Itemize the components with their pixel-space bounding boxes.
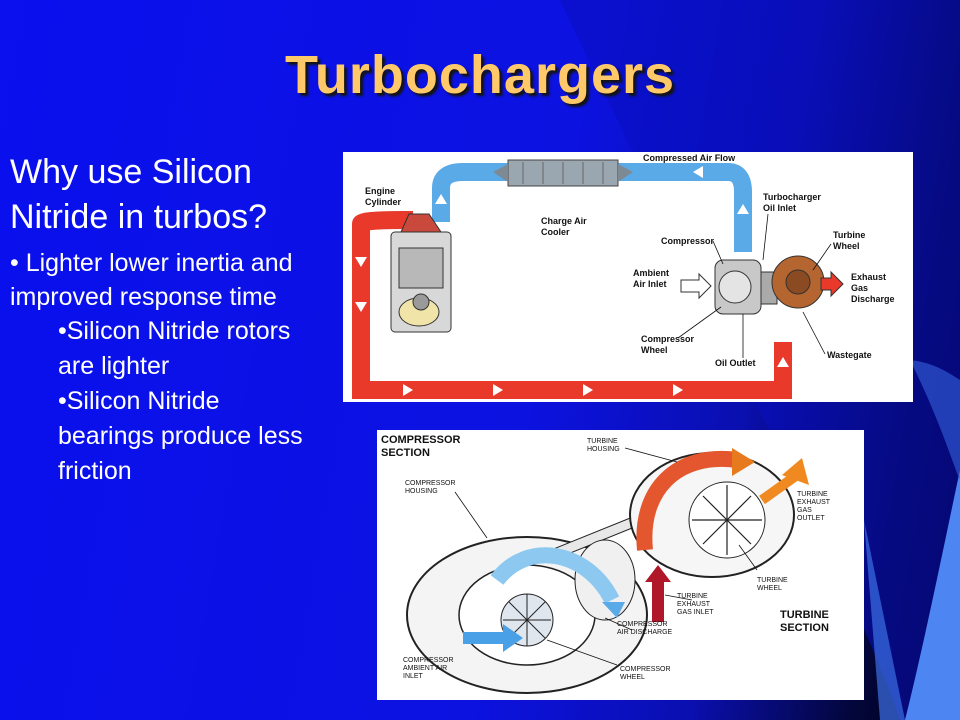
label-turbine-housing-2: HOUSING (587, 446, 620, 453)
label-cylinder: Cylinder (365, 197, 402, 207)
label-turbine-section-1: TURBINE (780, 609, 829, 621)
label-discharge: Discharge (851, 294, 895, 304)
label-turbine-exhaust-outlet-3: GAS (797, 507, 812, 514)
label-compressor-wheel-1: Compressor (641, 334, 695, 344)
label-compressor-wheel-1: COMPRESSOR (620, 666, 671, 673)
label-air-inlet: Air Inlet (633, 279, 667, 289)
bullet-text: • Lighter lower inertia and improved res… (10, 249, 293, 311)
label-compressor-housing-1: COMPRESSOR (405, 480, 456, 487)
label-compressor-ambient-1: COMPRESSOR (403, 657, 454, 664)
label-turbine-exhaust-inlet-2: EXHAUST (677, 601, 711, 608)
turbo-cutaway-illustration: COMPRESSOR SECTION TURBINE HOUSING COMPR… (381, 434, 831, 694)
label-compressor-section-1: COMPRESSOR (381, 434, 461, 446)
label-compressor-wheel-2: Wheel (641, 345, 668, 355)
label-turbine-exhaust-inlet-1: TURBINE (677, 593, 708, 600)
label-turbine-exhaust-outlet-2: EXHAUST (797, 499, 831, 506)
slide-title: Turbochargers (284, 45, 676, 105)
label-engine: Engine (365, 186, 395, 196)
label-oil-outlet: Oil Outlet (715, 358, 756, 368)
label-turbine-wheel-2: WHEEL (757, 585, 782, 592)
label-compressor-ambient-2: AMBIENT AIR (403, 665, 447, 672)
label-compressor-housing-2: HOUSING (405, 488, 438, 495)
label-turbine-section-2: SECTION (780, 622, 829, 634)
label-cooler: Cooler (541, 227, 570, 237)
body-text: Why use Silicon Nitride in turbos? • Lig… (10, 150, 340, 489)
label-turbine-exhaust-outlet-4: OUTLET (797, 515, 825, 522)
label-compressor-section-2: SECTION (381, 447, 430, 459)
label-turbine-exhaust-outlet-1: TURBINE (797, 491, 828, 498)
label-compressed-air-flow: Compressed Air Flow (643, 153, 736, 163)
label-ambient: Ambient (633, 268, 669, 278)
question-text: Why use Silicon Nitride in turbos? (10, 153, 268, 236)
subbullet-bearings: •Silicon Nitride bearings produce less f… (58, 387, 303, 485)
turbo-system-illustration: Compressed Air Flow Engine Cylinder Char… (352, 153, 895, 399)
turbo-cutaway-diagram: COMPRESSOR SECTION TURBINE HOUSING COMPR… (377, 430, 864, 700)
label-turbine-wheel-1: TURBINE (757, 577, 788, 584)
label-compressor-air-discharge-2: AIR DISCHARGE (617, 629, 673, 636)
label-turbine: Turbine (833, 230, 865, 240)
label-compressor: Compressor (661, 236, 715, 246)
label-turbine-exhaust-inlet-3: GAS INLET (677, 609, 714, 616)
label-turbine-housing-1: TURBINE (587, 438, 618, 445)
subbullet-rotors: •Silicon Nitride rotors are lighter (58, 317, 291, 380)
turbo-system-diagram: Compressed Air Flow Engine Cylinder Char… (343, 152, 913, 402)
label-exhaust: Exhaust (851, 272, 886, 282)
label-turbine-wheel: Wheel (833, 241, 860, 251)
label-charge-air: Charge Air (541, 216, 587, 226)
label-compressor-ambient-3: INLET (403, 673, 424, 680)
label-oil-inlet: Oil Inlet (763, 203, 796, 213)
label-gas: Gas (851, 283, 868, 293)
label-compressor-wheel-2: WHEEL (620, 674, 645, 681)
label-wastegate: Wastegate (827, 350, 872, 360)
label-compressor-air-discharge-1: COMPRESSOR (617, 621, 668, 628)
label-turbocharger: Turbocharger (763, 192, 821, 202)
